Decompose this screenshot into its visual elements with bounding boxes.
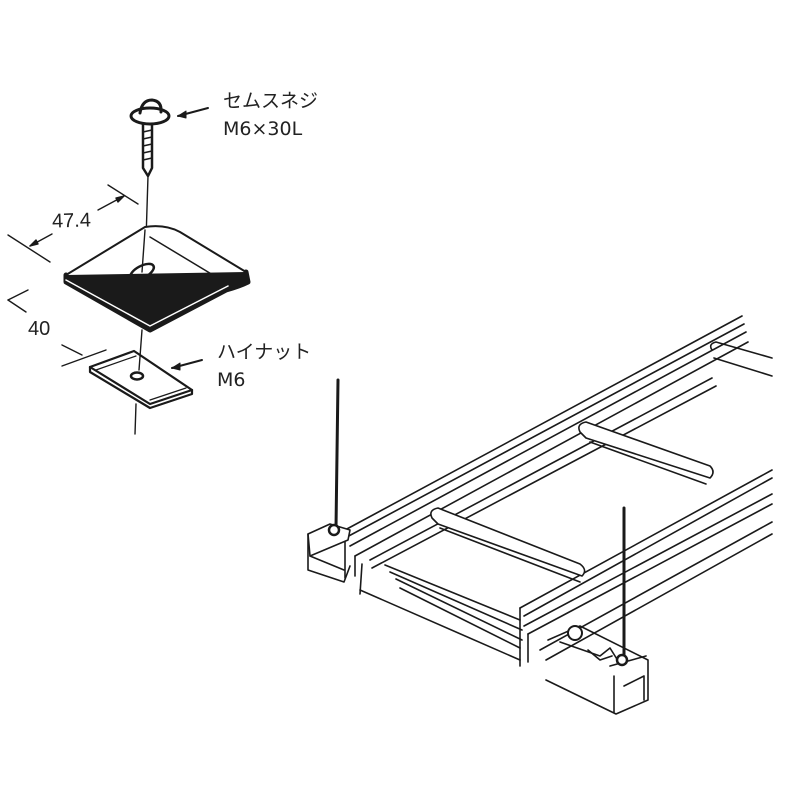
dimension-plate-width-label: 47.4 xyxy=(51,209,92,233)
rod-icon xyxy=(327,378,629,667)
dimension-plate-width xyxy=(7,184,139,263)
dimension-nut-width xyxy=(7,289,107,367)
screw-icon xyxy=(129,98,209,241)
dimension-nut-width-label: 40 xyxy=(28,318,51,340)
screw-name-label: セムスネジ xyxy=(223,90,319,112)
screw-spec-label: M6×30L xyxy=(223,118,303,140)
ladder-icon xyxy=(344,315,773,667)
nut-spec-label: M6 xyxy=(217,369,246,391)
nut-icon xyxy=(88,329,203,435)
nut-name-label: ハイナット xyxy=(217,341,312,363)
plate-icon xyxy=(63,225,251,333)
